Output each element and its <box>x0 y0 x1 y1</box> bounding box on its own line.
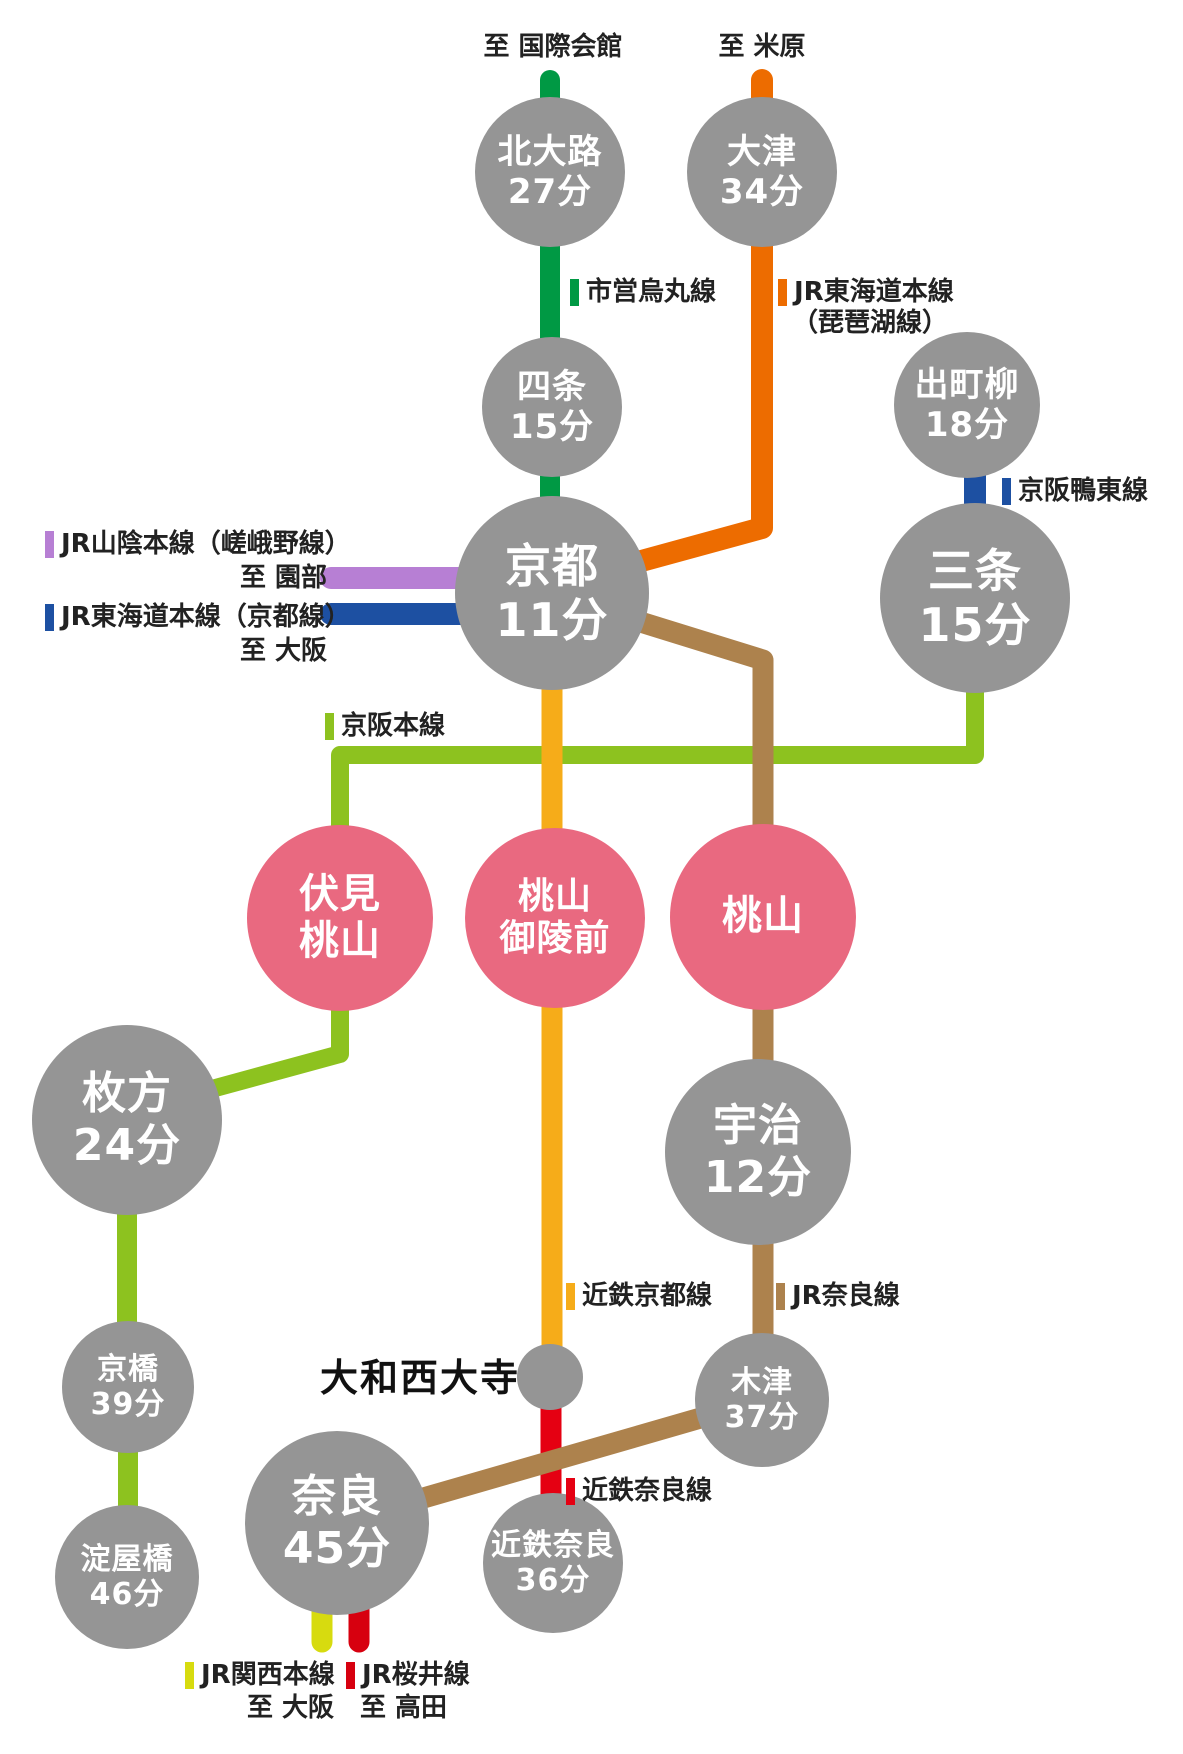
station-fushimi-momoyama: 伏見 桃山 <box>247 825 433 1011</box>
station-yodoyabashi: 淀屋橋 46分 <box>55 1505 199 1649</box>
station-name: 桃山 <box>722 893 804 940</box>
destination-osaka-kyoto-line: 至 大阪 <box>240 636 328 666</box>
biwako-line-label: JR東海道本線 <box>778 277 954 308</box>
station-sanjo: 三条 15分 <box>880 503 1070 693</box>
station-kitaoji: 北大路 27分 <box>475 97 625 247</box>
kintetsu-kyoto-line-label: 近鉄京都線 <box>566 1281 712 1312</box>
station-name: 大津 <box>727 131 797 172</box>
station-momoyama: 桃山 <box>670 824 856 1010</box>
station-name: 北大路 <box>497 131 603 172</box>
station-time: 45分 <box>282 1523 392 1574</box>
station-nara: 奈良 45分 <box>245 1431 429 1615</box>
station-name: 三条 <box>928 543 1022 598</box>
station-name: 奈良 <box>292 1471 382 1523</box>
station-time: 37分 <box>724 1400 800 1435</box>
jr-nara-line-label: JR奈良線 <box>776 1281 900 1312</box>
station-name: 木津 <box>731 1364 793 1400</box>
station-time: 11分 <box>495 593 609 647</box>
station-demachiyanagi: 出町柳 18分 <box>894 332 1040 478</box>
station-kyobashi: 京橋 39分 <box>62 1321 194 1453</box>
sagano-line-tick <box>45 531 54 559</box>
biwako-line-label-2: （琵琶湖線） <box>792 308 949 338</box>
station-name: 宇治 <box>713 1100 803 1152</box>
keihan-main-line-path-1 <box>331 680 984 840</box>
station-kintetsu-nara: 近鉄奈良 36分 <box>483 1493 623 1633</box>
station-shijo: 四条 15分 <box>482 337 622 477</box>
kintetsu-kyoto-line-tick <box>566 1283 575 1311</box>
station-time: 27分 <box>507 172 593 212</box>
jr-sakurai-line-tick <box>346 1662 355 1690</box>
keihan-main-line-label: 京阪本線 <box>325 711 445 742</box>
station-name: 京都 <box>505 538 599 593</box>
karasuma-line-tick <box>570 279 579 307</box>
station-uji: 宇治 12分 <box>665 1059 851 1245</box>
station-name: 伏見 <box>299 870 381 917</box>
kyoto-line-label: JR東海道本線（京都線） <box>45 602 351 633</box>
station-name: 出町柳 <box>914 364 1020 405</box>
station-time: 36分 <box>515 1563 591 1598</box>
station-time: 46分 <box>89 1577 165 1612</box>
destination-osaka-kansai-line: 至 大阪 <box>247 1693 335 1723</box>
destination-takada: 至 高田 <box>360 1693 448 1723</box>
destination-maibara: 至 米原 <box>718 32 806 62</box>
kyoto-line-tick <box>45 604 54 632</box>
station-name: 桃山 <box>517 875 592 917</box>
station-name: 桃山 <box>299 918 381 964</box>
station-kizu: 木津 37分 <box>695 1333 829 1467</box>
jr-nara-line-tick <box>776 1283 785 1311</box>
station-time: 24分 <box>72 1120 182 1171</box>
station-name: 淀屋橋 <box>80 1541 174 1577</box>
jr-kansai-line-label: JR関西本線 <box>185 1660 335 1691</box>
station-kyoto: 京都 11分 <box>455 496 649 690</box>
jr-nara-line-path <box>417 609 774 1510</box>
karasuma-line-label: 市営烏丸線 <box>570 277 716 308</box>
sagano-line-label: JR山陰本線（嵯峨野線） <box>45 529 351 560</box>
yamato-saidaiji-label: 大和西大寺 <box>320 1356 521 1400</box>
station-time: 39分 <box>90 1387 166 1422</box>
kintetsu-nara-line-label: 近鉄奈良線 <box>566 1476 712 1507</box>
station-time: 15分 <box>509 407 595 447</box>
kintetsu-nara-line-tick <box>566 1478 575 1506</box>
station-time: 34分 <box>719 172 805 212</box>
kamo-higashi-line-label: 京阪鴨東線 <box>1002 476 1148 507</box>
station-name: 枚方 <box>82 1068 172 1120</box>
station-yamato-saidaiji-dot <box>517 1344 583 1410</box>
station-time: 18分 <box>924 405 1010 445</box>
station-time: 15分 <box>918 598 1032 652</box>
station-time: 12分 <box>703 1152 813 1203</box>
station-name: 御陵前 <box>499 918 611 959</box>
station-hirakata: 枚方 24分 <box>32 1025 222 1215</box>
station-momoyama-goryomae: 桃山 御陵前 <box>465 828 645 1008</box>
destination-kokusaikaikan: 至 国際会館 <box>483 32 623 62</box>
biwako-line-tick <box>778 279 787 307</box>
station-name: 京橋 <box>97 1351 159 1387</box>
kamo-higashi-line-tick <box>1002 478 1011 506</box>
keihan-main-line-tick <box>325 713 334 741</box>
station-name: 四条 <box>517 366 587 407</box>
destination-sonobe: 至 園部 <box>240 563 328 593</box>
station-otsu: 大津 34分 <box>687 97 837 247</box>
jr-kansai-line-tick <box>185 1662 194 1690</box>
station-name: 近鉄奈良 <box>491 1527 615 1563</box>
jr-sakurai-line-label: JR桜井線 <box>346 1660 470 1691</box>
